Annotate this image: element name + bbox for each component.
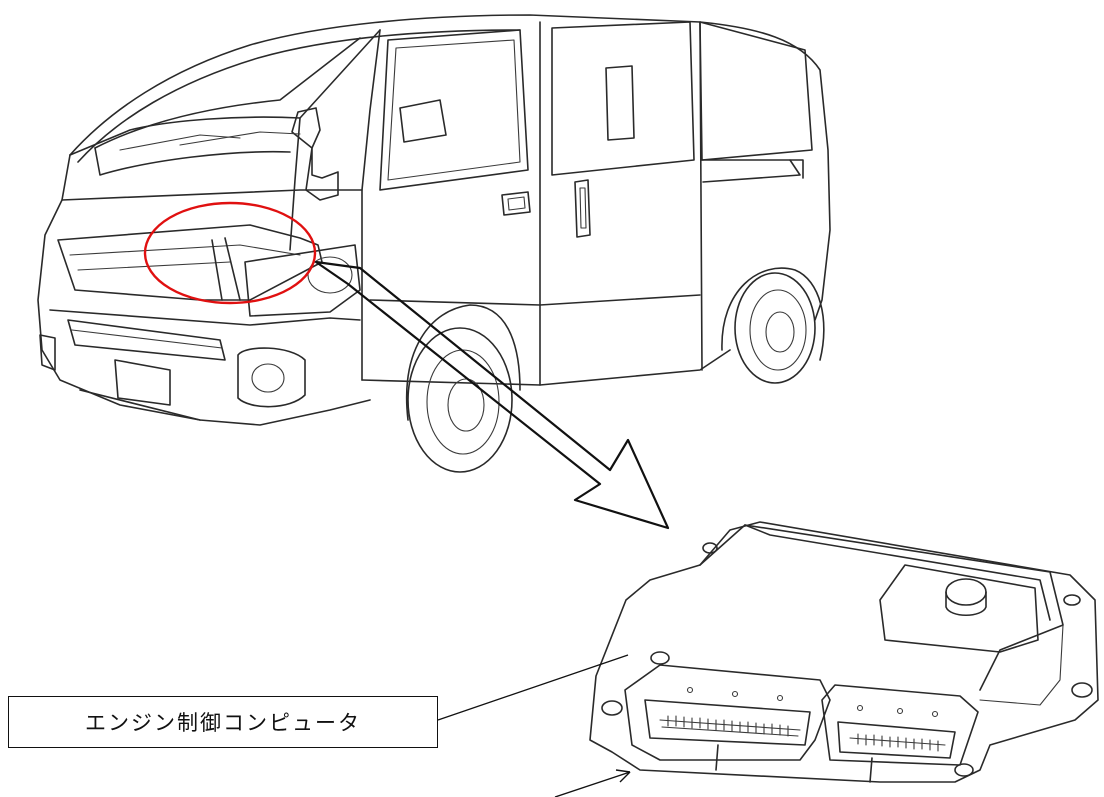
callout-leader: [437, 654, 629, 721]
callout-label-box: エンジン制御コンピュータ: [8, 696, 438, 748]
connector-left-pins: [667, 715, 789, 737]
pointer-arrow: [314, 260, 670, 530]
ecu-module-illustration: [589, 521, 1099, 783]
connector-indicator-arrow: [554, 769, 631, 797]
connector-right-pins: [857, 733, 939, 752]
van-illustration: [37, 14, 831, 473]
callout-label: エンジン制御コンピュータ: [85, 711, 361, 735]
highlight-ring: [143, 201, 317, 305]
